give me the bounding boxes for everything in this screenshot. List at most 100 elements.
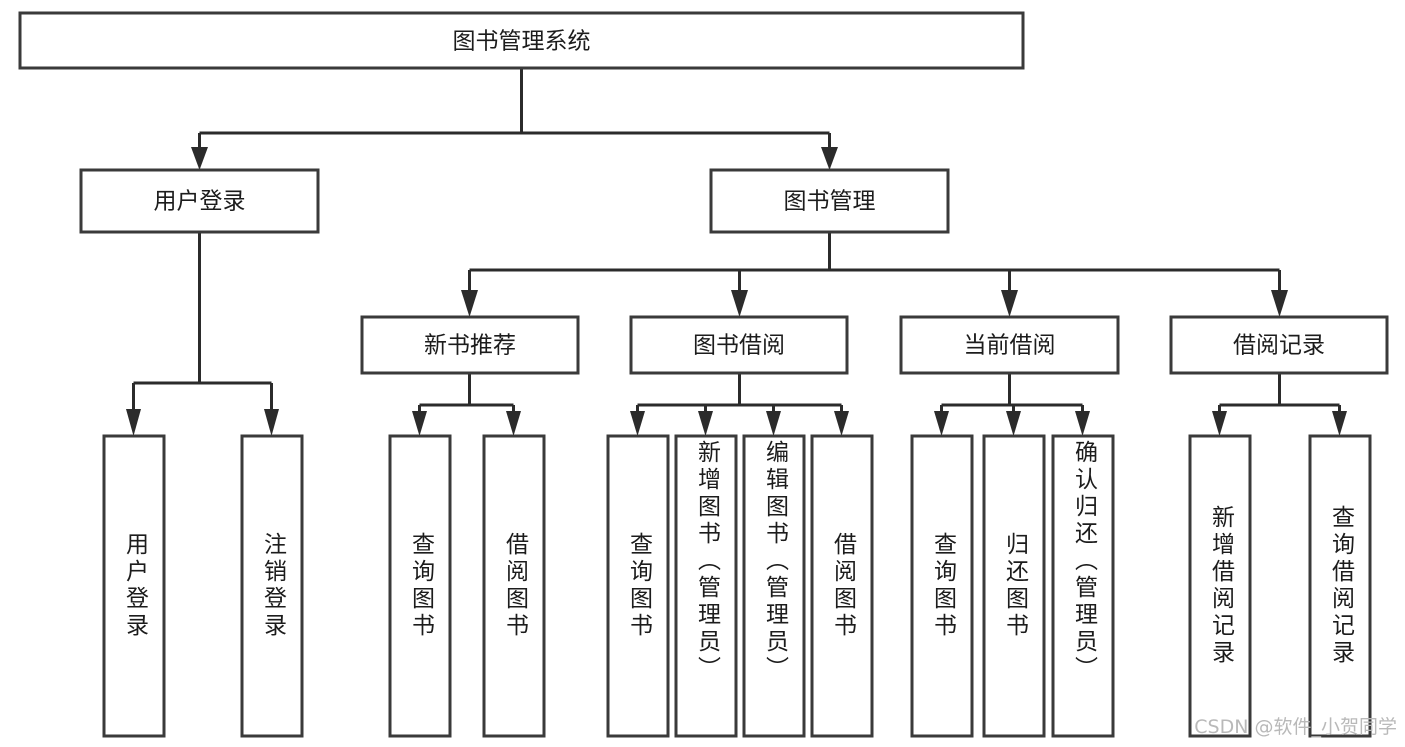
arrow-head-new-book-recommend [461,290,478,317]
arrow-head-book-manage [821,147,838,170]
leaf-label-wrap-borrow-book-2: 借阅图书 [829,532,856,640]
node-new-book-recommend[interactable]: 新书推荐 [360,315,580,375]
node-book-borrow-box[interactable] [629,315,849,375]
connector-group-book-manage [461,232,1288,317]
node-leaf-query-record[interactable] [1308,434,1372,738]
node-leaf-add-book[interactable] [674,434,738,738]
connector-group-current-borrow [934,373,1090,436]
node-leaf-borrow-book-2[interactable] [810,434,874,738]
leaf-label-wrap-user-login: 用户登录 [121,532,148,640]
node-leaf-user-logout[interactable] [240,434,304,738]
node-book-manage[interactable]: 图书管理 [709,168,950,234]
node-leaf-return-book-label: 归还图书 [1001,532,1028,640]
leaf-label-wrap-add-book: 新增图书（管理员） [693,440,720,683]
node-leaf-add-record-box[interactable] [1188,434,1252,738]
node-new-book-recommend-label: 新书推荐 [424,333,516,359]
node-leaf-add-book-box[interactable] [674,434,738,738]
arrow-head-borrow-record [1271,290,1288,317]
arrow-head-leaf-query-book-3 [934,411,949,436]
node-leaf-query-book-3[interactable] [910,434,974,738]
node-current-borrow-label: 当前借阅 [964,333,1056,359]
node-leaf-query-book-1-label: 查询图书 [407,532,434,640]
node-leaf-add-record-label: 新增借阅记录 [1207,505,1234,667]
node-leaf-edit-book[interactable] [742,434,806,738]
node-leaf-user-login-box[interactable] [102,434,166,738]
arrow-head-book-borrow [731,290,748,317]
node-user-login-label: 用户登录 [154,189,246,215]
node-leaf-confirm-return-box[interactable] [1051,434,1115,738]
node-leaf-query-book-2[interactable] [606,434,670,738]
node-leaf-borrow-book-2-box[interactable] [810,434,874,738]
node-book-manage-box[interactable] [709,168,950,234]
node-leaf-query-book-2-label: 查询图书 [625,532,652,640]
node-user-login-box[interactable] [79,168,320,234]
node-book-borrow-label: 图书借阅 [693,333,785,359]
node-leaf-edit-book-label: 编辑图书（管理员） [761,440,788,683]
node-leaf-query-record-label: 查询借阅记录 [1327,505,1354,667]
arrow-head-leaf-add-book [698,411,713,436]
leaf-label-wrap-confirm-return: 确认归还（管理员） [1070,440,1097,683]
arrow-head-current-borrow [1001,290,1018,317]
node-leaf-query-book-3-label: 查询图书 [929,532,956,640]
leaf-label-wrap-return-book: 归还图书 [1001,532,1028,640]
node-leaf-add-record[interactable] [1188,434,1252,738]
node-leaf-query-book-1-box[interactable] [388,434,452,738]
arrow-head-leaf-add-record [1212,411,1227,436]
arrow-head-leaf-return-book [1006,411,1021,436]
arrow-head-leaf-borrow-book-1 [506,411,521,436]
node-borrow-record-label: 借阅记录 [1233,333,1325,359]
leaf-label-wrap-query-book-1: 查询图书 [407,532,434,640]
arrow-head-leaf-user-login [126,409,141,436]
node-leaf-user-login-label: 用户登录 [121,532,148,640]
node-leaf-borrow-book-1-label: 借阅图书 [501,532,528,640]
node-leaf-query-book-1[interactable] [388,434,452,738]
leaf-label-wrap-query-book-3: 查询图书 [929,532,956,640]
arrow-head-leaf-edit-book [766,411,781,436]
arrow-head-user-login [191,147,208,170]
node-user-login[interactable]: 用户登录 [79,168,320,234]
node-leaf-add-book-label: 新增图书（管理员） [693,440,720,683]
node-leaf-user-logout-box[interactable] [240,434,304,738]
node-leaf-query-book-2-box[interactable] [606,434,670,738]
node-leaf-borrow-book-1-box[interactable] [482,434,546,738]
arrow-head-leaf-user-logout [264,409,279,436]
leaf-label-wrap-borrow-book-1: 借阅图书 [501,532,528,640]
node-root-box[interactable] [18,11,1025,70]
arrow-head-leaf-confirm-return [1075,411,1090,436]
node-leaf-confirm-return[interactable] [1051,434,1115,738]
leaf-label-wrap-query-record: 查询借阅记录 [1327,505,1354,667]
node-leaf-return-book[interactable] [982,434,1046,738]
node-book-manage-label: 图书管理 [784,189,876,215]
node-borrow-record-box[interactable] [1169,315,1389,375]
node-leaf-user-logout-label: 注销登录 [259,532,286,640]
leaf-label-wrap-user-logout: 注销登录 [259,532,286,640]
node-leaf-borrow-book-2-label: 借阅图书 [829,532,856,640]
leaf-label-wrap-query-book-2: 查询图书 [625,532,652,640]
leaf-label-wrap-edit-book: 编辑图书（管理员） [761,440,788,683]
node-leaf-edit-book-box[interactable] [742,434,806,738]
arrow-head-leaf-borrow-book-2 [834,411,849,436]
node-new-book-recommend-box[interactable] [360,315,580,375]
node-leaf-confirm-return-label: 确认归还（管理员） [1070,440,1097,683]
arrow-head-leaf-query-book-1 [412,411,427,436]
connector-group-user-login [126,232,279,436]
node-leaf-borrow-book-1[interactable] [482,434,546,738]
node-leaf-return-book-box[interactable] [982,434,1046,738]
node-root[interactable]: 图书管理系统 [18,11,1025,70]
node-borrow-record[interactable]: 借阅记录 [1169,315,1389,375]
node-root-label: 图书管理系统 [453,29,591,55]
connector-group-root [191,68,838,170]
node-leaf-user-login[interactable] [102,434,166,738]
connector-group-book-borrow [630,373,849,436]
leaf-label-wrap-add-record: 新增借阅记录 [1207,505,1234,667]
node-leaf-query-book-3-box[interactable] [910,434,974,738]
connector-group-borrow-record [1212,373,1347,436]
connector-group-new-book-recommend [412,373,521,436]
node-current-borrow-box[interactable] [899,315,1120,375]
node-leaf-query-record-box[interactable] [1308,434,1372,738]
node-current-borrow[interactable]: 当前借阅 [899,315,1120,375]
node-book-borrow[interactable]: 图书借阅 [629,315,849,375]
arrow-head-leaf-query-record [1332,411,1347,436]
